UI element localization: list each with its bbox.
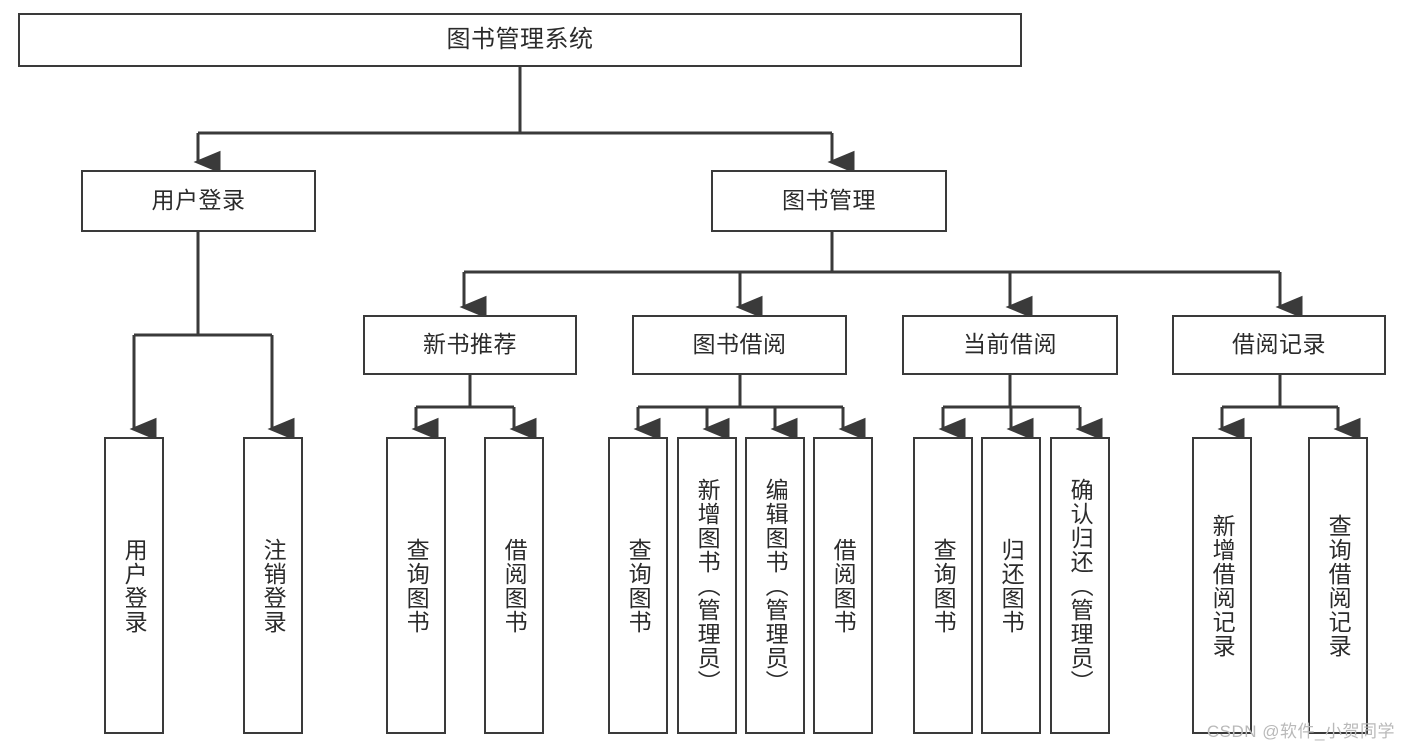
node-leaf-edit-book-label: 编辑图书（管理员） xyxy=(762,477,789,694)
node-leaf-add-book-label: 新增图书（管理员） xyxy=(694,477,721,694)
node-book-borrow-label: 图书借阅 xyxy=(692,331,787,358)
node-current-borrow-label: 当前借阅 xyxy=(963,331,1057,358)
node-current-borrow[interactable]: 当前借阅 xyxy=(902,315,1118,375)
node-leaf-borrow-book-1[interactable]: 借阅图书 xyxy=(484,437,544,734)
node-leaf-query-book-3[interactable]: 查询图书 xyxy=(913,437,973,734)
node-leaf-confirm-return[interactable]: 确认归还（管理员） xyxy=(1050,437,1110,734)
node-leaf-logout-login-label: 注销登录 xyxy=(260,537,287,634)
node-leaf-query-record[interactable]: 查询借阅记录 xyxy=(1308,437,1368,734)
node-leaf-query-record-label: 查询借阅记录 xyxy=(1325,513,1352,658)
node-leaf-return-book-label: 归还图书 xyxy=(998,537,1025,634)
node-leaf-confirm-return-label: 确认归还（管理员） xyxy=(1067,477,1094,694)
node-leaf-query-book-2[interactable]: 查询图书 xyxy=(608,437,668,734)
node-book-management-label: 图书管理 xyxy=(782,187,876,214)
node-leaf-add-record-label: 新增借阅记录 xyxy=(1209,513,1236,658)
node-root[interactable]: 图书管理系统 xyxy=(18,13,1022,67)
node-leaf-query-book-2-label: 查询图书 xyxy=(625,537,652,634)
node-leaf-return-book[interactable]: 归还图书 xyxy=(981,437,1041,734)
watermark: CSDN @软件_小贺同学 xyxy=(1206,722,1395,741)
node-leaf-borrow-book-2-label: 借阅图书 xyxy=(830,537,857,634)
node-leaf-query-book-1-label: 查询图书 xyxy=(403,537,430,634)
node-leaf-edit-book[interactable]: 编辑图书（管理员） xyxy=(745,437,805,734)
node-root-label: 图书管理系统 xyxy=(446,25,594,53)
node-user-login-label: 用户登录 xyxy=(151,187,246,214)
node-new-book-recommend-label: 新书推荐 xyxy=(423,331,517,358)
node-leaf-add-record[interactable]: 新增借阅记录 xyxy=(1192,437,1252,734)
node-leaf-user-login-label: 用户登录 xyxy=(121,537,148,634)
node-new-book-recommend[interactable]: 新书推荐 xyxy=(363,315,577,375)
node-leaf-borrow-book-2[interactable]: 借阅图书 xyxy=(813,437,873,734)
node-leaf-query-book-3-label: 查询图书 xyxy=(930,537,957,634)
node-borrow-record-label: 借阅记录 xyxy=(1232,331,1326,358)
node-book-management[interactable]: 图书管理 xyxy=(711,170,947,232)
node-leaf-add-book[interactable]: 新增图书（管理员） xyxy=(677,437,737,734)
node-leaf-borrow-book-1-label: 借阅图书 xyxy=(501,537,528,634)
node-leaf-user-login[interactable]: 用户登录 xyxy=(104,437,164,734)
node-user-login[interactable]: 用户登录 xyxy=(81,170,316,232)
node-book-borrow[interactable]: 图书借阅 xyxy=(632,315,847,375)
node-borrow-record[interactable]: 借阅记录 xyxy=(1172,315,1386,375)
node-leaf-logout-login[interactable]: 注销登录 xyxy=(243,437,303,734)
node-leaf-query-book-1[interactable]: 查询图书 xyxy=(386,437,446,734)
